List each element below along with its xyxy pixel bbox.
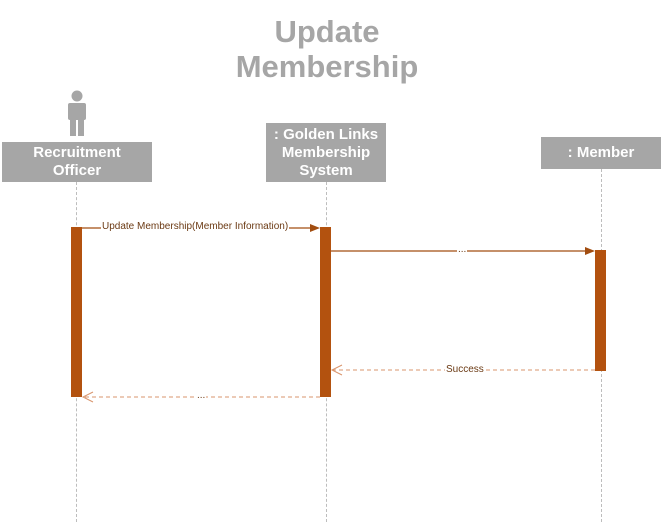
message-label-update: Update Membership(Member Information) (101, 221, 290, 233)
participant-label-line: Recruitment (33, 144, 121, 161)
participant-label-line: System (299, 161, 353, 179)
participant-recruitment-officer: Recruitment Officer (2, 142, 152, 182)
message-label-success: Success (445, 364, 485, 376)
diagram-title: Update Membership (0, 14, 654, 84)
message-arrowhead-call (585, 247, 595, 255)
activation-member (595, 250, 606, 371)
activation-system (320, 227, 331, 397)
message-label-call: ... (457, 244, 468, 256)
participant-label-line: Membership (281, 143, 371, 161)
message-arrowhead-update (310, 224, 320, 232)
actor-icon (68, 90, 86, 136)
title-line-2: Membership (235, 49, 419, 84)
message-arrowhead-return (81, 391, 94, 403)
participant-golden-links-system: : Golden Links Membership System (266, 123, 386, 182)
participant-label-line: : Golden Links (273, 125, 379, 143)
message-arrowhead-success (330, 364, 343, 376)
title-line-1: Update (274, 14, 380, 49)
message-label-return: ... (196, 390, 207, 402)
participant-member: : Member (541, 137, 661, 169)
participant-label-line: : Member (567, 144, 635, 161)
activation-officer (71, 227, 82, 397)
participant-label-line: Officer (52, 162, 102, 179)
